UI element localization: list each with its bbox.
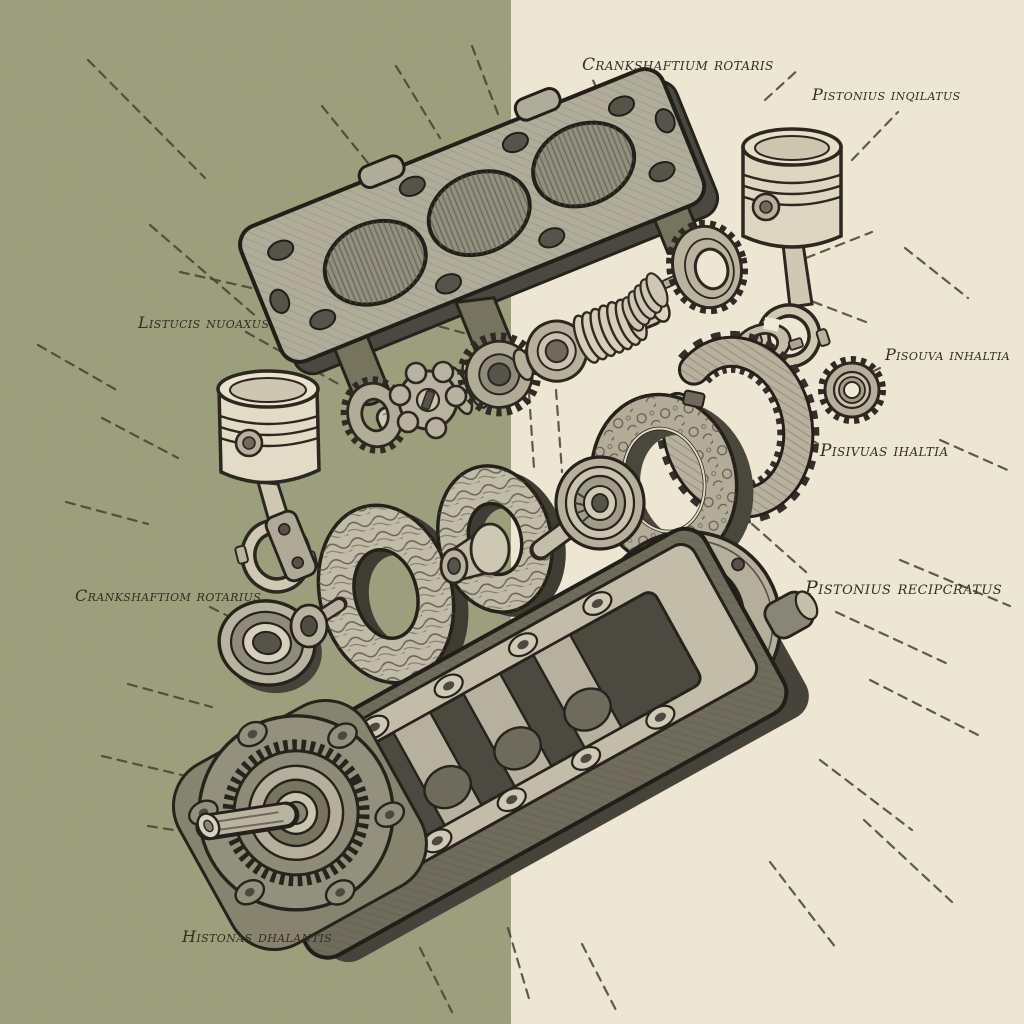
timing-gear-upper: [666, 219, 748, 315]
crank-stub-shaft: [195, 801, 300, 841]
label-listucis-nuoaxus: Listucis nuoaxus: [137, 313, 269, 332]
label-pistonius-inqilatus: Pistonius inqilatus: [811, 85, 961, 104]
star-sprocket: [388, 360, 468, 440]
label-pisouva-inhaltia: Pisouva inhaltia: [884, 345, 1010, 364]
valve-spring-small: [621, 272, 669, 332]
camshaft-with-gears: [340, 272, 679, 454]
label-histonas-dhalantis: Histonas dhalantis: [181, 927, 332, 946]
label-pisivuas-ihaltia: Pisivuas ihaltia: [819, 441, 949, 461]
hub-spacer: [439, 522, 511, 585]
labels: Crankshaftium rotaris Pistonius inqilatu…: [75, 55, 1010, 946]
synchronizer-ring-gear-segment: [655, 330, 820, 524]
timing-cover: [171, 698, 428, 951]
label-crankshaftiom-rotarius: Crankshaftiom rotarius: [75, 586, 261, 605]
crankcase-with-timing-cover-and-gear: [171, 526, 819, 963]
small-ring-with-stub: [289, 596, 348, 649]
bearing-hub-with-shaft: [529, 455, 646, 561]
label-pistonius-recipcratus: Pistonius recipcratus: [804, 577, 1002, 599]
small-cog-right: [818, 356, 886, 424]
mount-bracket: [264, 509, 318, 583]
clutch-disc-large: [316, 503, 469, 689]
camshaft-flange: [525, 319, 589, 383]
label-crankshaftium-rotaris: Crankshaftium rotaris: [582, 55, 774, 75]
piston-with-connecting-rod-right: [741, 127, 843, 369]
cylinder-head-gasket-plate: [238, 67, 720, 407]
